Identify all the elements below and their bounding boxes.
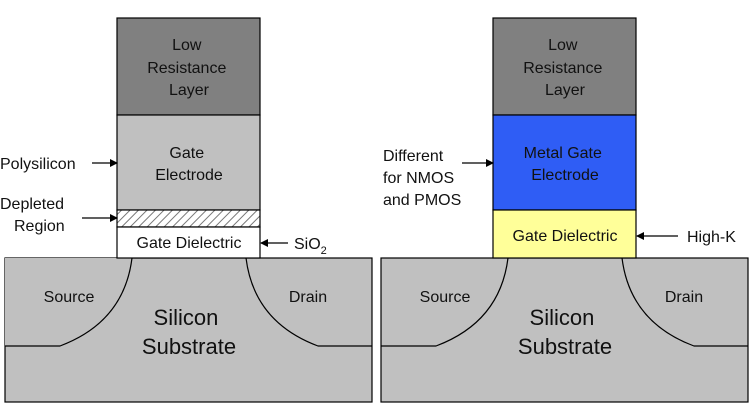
left-gate-dielectric (116, 226, 261, 259)
right-low-resistance-label: Low Resistance Layer (523, 37, 607, 99)
right-gate-dielectric-label: Gate Dielectric (513, 228, 618, 245)
left-low-resistance-label: Low Resistance Layer (147, 37, 231, 99)
left-callout-depleted-region: Depleted Region (0, 196, 69, 235)
right-high-k-dielectric (492, 209, 637, 259)
right-substrate-label: Silicon Substrate (518, 305, 612, 359)
left-low-resistance-layer (116, 17, 261, 116)
left-source-region (5, 258, 132, 346)
left-device: Low Resistance Layer Gate Electrode Gate… (0, 17, 373, 403)
right-callout-different: Different for NMOS and PMOS (383, 148, 461, 209)
right-gate-electrode-label: Metal Gate Electrode (524, 145, 607, 184)
left-source-label: Source (44, 289, 95, 306)
right-device: Low Resistance Layer Metal Gate Electrod… (380, 17, 749, 403)
left-depleted-region (116, 209, 261, 228)
left-gate-electrode-label: Gate Electrode (155, 145, 223, 184)
left-drain-label: Drain (289, 289, 327, 306)
right-drain-junction (621, 257, 748, 347)
left-callout-sio2: SiO2 (294, 236, 327, 257)
left-gate-dielectric-label: Gate Dielectric (137, 235, 242, 252)
right-callout-high-k: High-K (687, 229, 736, 246)
right-source-label: Source (420, 289, 471, 306)
right-source-junction (381, 257, 509, 347)
left-substrate-label: Silicon Substrate (142, 305, 236, 359)
left-gate-electrode (116, 114, 261, 211)
right-low-resistance-layer (492, 17, 637, 116)
left-drain-junction (245, 257, 372, 347)
right-substrate (380, 257, 749, 403)
right-drain-label: Drain (665, 289, 703, 306)
left-source-junction (5, 257, 133, 347)
left-callout-polysilicon: Polysilicon (0, 156, 76, 173)
right-metal-gate-electrode (492, 114, 637, 211)
